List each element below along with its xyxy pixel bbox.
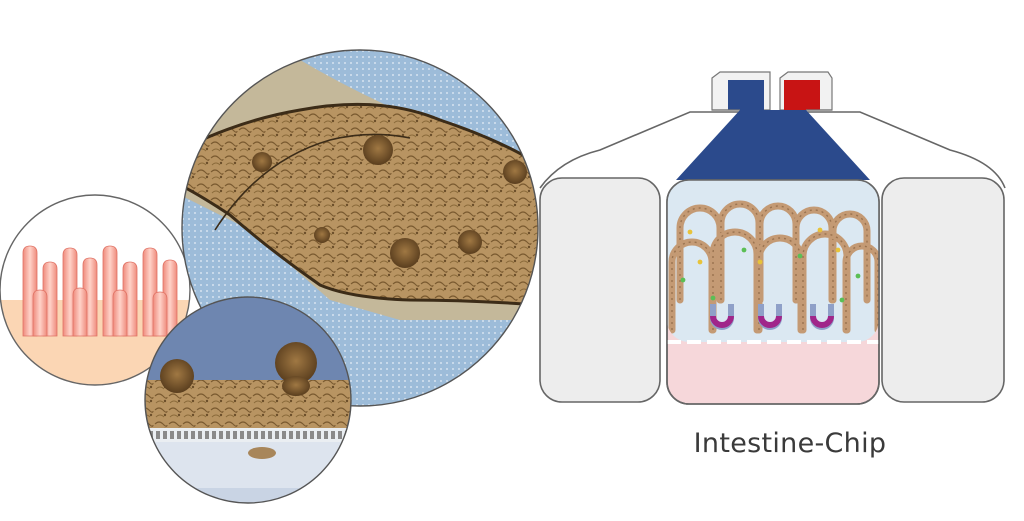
intestine-illustration-inset [0, 194, 191, 386]
illustration-villus [32, 289, 48, 337]
membrane-pore [205, 431, 209, 439]
crypt-stem-cells [710, 315, 734, 328]
specialized-cell [817, 227, 823, 233]
illustration-villi [22, 245, 178, 337]
villus-cell-dots [758, 237, 802, 330]
membrane-pore [359, 431, 363, 439]
membrane-pore [226, 431, 230, 439]
specialized-cell [741, 247, 747, 253]
membrane-pore [198, 431, 202, 439]
specialized-cell [797, 253, 803, 259]
illustration-villus [72, 287, 88, 337]
membrane-pore [338, 431, 342, 439]
membrane-pore [331, 431, 335, 439]
membrane-pore [156, 431, 160, 439]
membrane-pore [219, 431, 223, 439]
specialized-cell [839, 297, 845, 303]
membrane-pore [289, 431, 293, 439]
membrane-pore [324, 431, 328, 439]
membrane-pore [163, 431, 167, 439]
membrane-pore [282, 431, 286, 439]
right-vacuum-chamber [881, 177, 1005, 403]
membrane-pore [352, 431, 356, 439]
inlet-ports [711, 71, 833, 111]
membrane-pore [191, 431, 195, 439]
villus-cell-dots [671, 241, 713, 330]
specialized-cell [757, 259, 763, 265]
upper-channel-inlet-funnel [676, 110, 870, 180]
membrane-pore [317, 431, 321, 439]
membrane-pore [247, 431, 251, 439]
membrane-pore [184, 431, 188, 439]
chip-caption: Intestine-Chip [693, 428, 887, 459]
intestine-chip-schematic [539, 71, 1006, 405]
villus-cell-dots [832, 213, 868, 300]
membrane-pore [261, 431, 265, 439]
specialized-cell [855, 273, 861, 279]
villus-cell-dots [712, 231, 758, 330]
villus-cell-dots [679, 207, 721, 300]
specialized-cell [687, 229, 693, 235]
central-channel [666, 179, 880, 405]
villus-cell-dots [845, 245, 879, 330]
membrane-pore [275, 431, 279, 439]
villi-tissue-layer [668, 200, 879, 334]
specialized-cell [710, 295, 716, 301]
membrane-pore [240, 431, 244, 439]
left-vacuum-chamber [539, 177, 661, 403]
membrane-pore [254, 431, 258, 439]
specialized-cell [835, 247, 841, 253]
red-inlet-port [784, 80, 820, 110]
villus-cell-dots [802, 233, 848, 330]
membrane-pore [170, 431, 174, 439]
illustration-villus [152, 291, 168, 337]
specialized-cell [697, 259, 703, 265]
crypt-stem-cells [758, 315, 782, 328]
membrane-pore [268, 431, 272, 439]
membrane-pore [303, 431, 307, 439]
membrane-pore [233, 431, 237, 439]
membrane-pore [145, 431, 146, 439]
illustration-villus [112, 289, 128, 337]
crypt-stem-cells [810, 315, 834, 328]
micrograph-top-view [181, 49, 539, 407]
membrane-pore [177, 431, 181, 439]
blue-inlet-port [728, 80, 764, 110]
membrane-pore [310, 431, 314, 439]
membrane-pore [296, 431, 300, 439]
membrane-pore [212, 431, 216, 439]
specialized-cell [680, 277, 686, 283]
